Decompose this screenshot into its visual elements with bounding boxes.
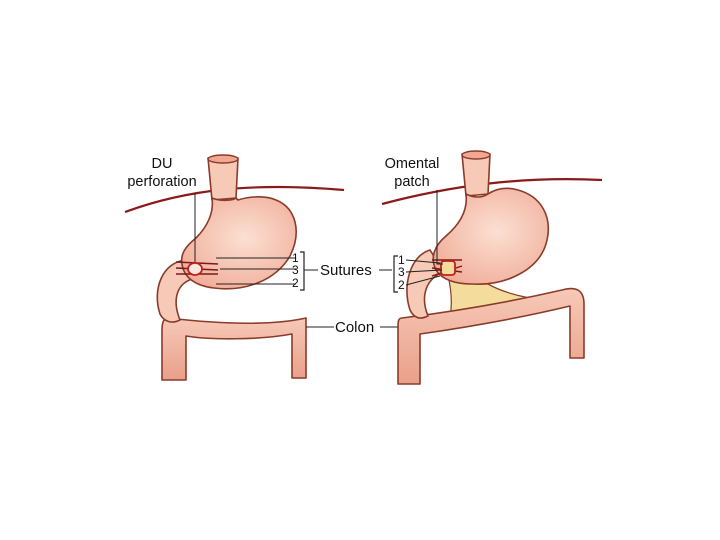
colon-label: Colon [335,319,374,336]
colon-left [161,317,307,381]
omental-patch-mark [440,260,456,276]
sutures-bracket-right [393,255,398,293]
esophagus-left [207,157,239,201]
perforation-sutures-left [175,261,219,276]
esophagus-opening-right [461,150,491,160]
right-diagram-omental-patch: Omental patch 1 3 2 [381,150,603,385]
stomach-left [180,196,297,290]
sutures-label: Sutures [320,262,372,279]
esophagus-opening-left [207,154,239,164]
suture-number-right-1: 1 [398,253,405,267]
suture-number-left-3: 3 [292,263,299,277]
du-perforation-label-line2: perforation [127,174,196,190]
suture-leader-1-right [405,259,441,264]
du-perforation-label-line1: DU [152,156,173,172]
omental-patch-sutures [431,259,463,277]
esophagus-right [461,153,491,197]
suture-number-right-3: 3 [398,265,405,279]
stomach-right [432,187,550,285]
left-diagram-du-perforation: DU perforation 1 3 2 [124,154,345,381]
suture-number-left-2: 2 [292,276,299,290]
suture-number-left-1: 1 [292,251,299,265]
colon-right [397,287,585,385]
du-perforation-mark [187,262,203,276]
omental-patch-leader [436,190,443,265]
suture-leader-3-right [405,269,443,273]
omental-patch-label-line1: Omental [385,156,440,172]
sutures-bracket-left [300,251,305,291]
omental-patch-label-line2: patch [394,174,429,190]
suture-number-right-2: 2 [398,278,405,292]
suture-leader-2-right [405,275,441,286]
